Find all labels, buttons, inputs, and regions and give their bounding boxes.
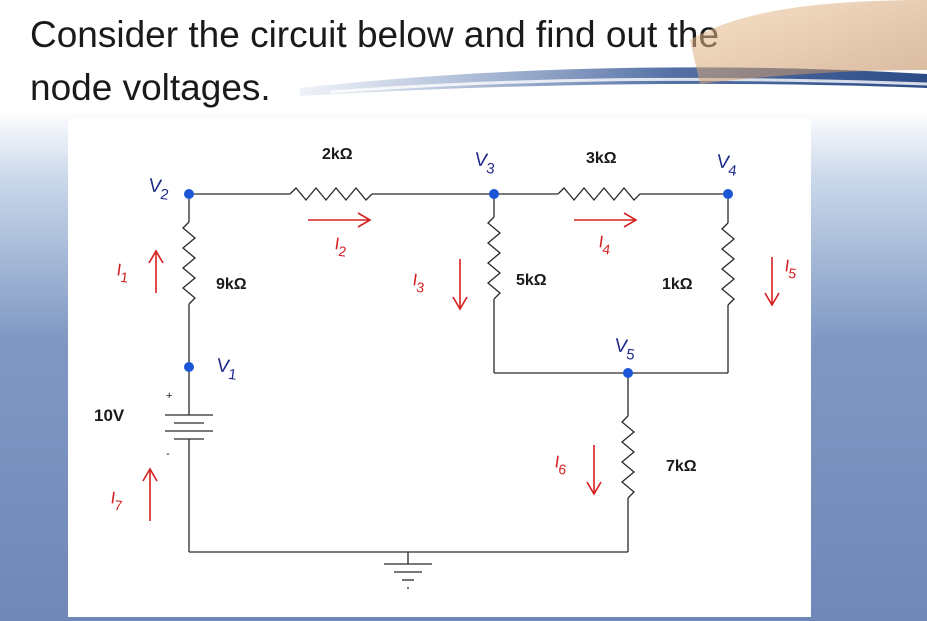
r5k-label: 5kΩ (516, 272, 547, 289)
node-v2-dot (184, 189, 194, 199)
circuit-diagram: 2kΩ 3kΩ 9kΩ 5kΩ 1kΩ 7kΩ 10V + - V2 V1 V3… (68, 119, 811, 617)
node-v1-label: V1 (215, 355, 239, 384)
i6-label: I6 (553, 452, 569, 478)
i7-label: I7 (109, 488, 125, 514)
resistor-1k (720, 222, 736, 306)
node-v2-label: V2 (147, 175, 171, 204)
current-arrows (142, 212, 780, 521)
r2k-label: 2kΩ (322, 146, 353, 163)
i3-label: I3 (411, 270, 427, 296)
node-v5-label: V5 (613, 335, 637, 364)
slide-title: Consider the circuit below and find out … (30, 8, 920, 114)
source-plus-sign: + (166, 390, 172, 402)
r7k-label: 7kΩ (666, 458, 697, 475)
i5-label: I5 (783, 256, 799, 282)
node-v4-label: V4 (715, 151, 739, 180)
node-v4-dot (723, 189, 733, 199)
node-v3-label: V3 (473, 149, 497, 178)
node-dots (184, 189, 733, 378)
title-line-2: node voltages. (30, 67, 271, 108)
source-voltage-label: 10V (94, 406, 125, 425)
resistor-5k (486, 216, 502, 300)
current-labels: I1 I2 I3 I4 I5 I6 I7 (109, 232, 799, 514)
resistor-2k (289, 186, 373, 202)
title-line-1: Consider the circuit below and find out … (30, 14, 720, 55)
i2-label: I2 (333, 234, 349, 260)
node-labels: V2 V1 V3 V4 V5 (147, 149, 739, 384)
r3k-label: 3kΩ (586, 150, 617, 167)
wires (165, 186, 736, 589)
circuit-schematic: 2kΩ 3kΩ 9kΩ 5kΩ 1kΩ 7kΩ 10V + - V2 V1 V3… (94, 146, 799, 589)
resistor-7k (620, 415, 636, 499)
i4-label: I4 (597, 232, 613, 258)
resistor-labels: 2kΩ 3kΩ 9kΩ 5kΩ 1kΩ 7kΩ (216, 146, 697, 475)
node-v3-dot (489, 189, 499, 199)
node-v1-dot (184, 362, 194, 372)
r9k-label: 9kΩ (216, 276, 247, 293)
source-labels: 10V + - (94, 390, 172, 460)
source-minus-sign: - (166, 448, 170, 460)
r1k-label: 1kΩ (662, 276, 693, 293)
resistor-3k (557, 186, 641, 202)
i1-label: I1 (115, 260, 131, 286)
node-v5-dot (623, 368, 633, 378)
resistor-9k (181, 221, 197, 305)
